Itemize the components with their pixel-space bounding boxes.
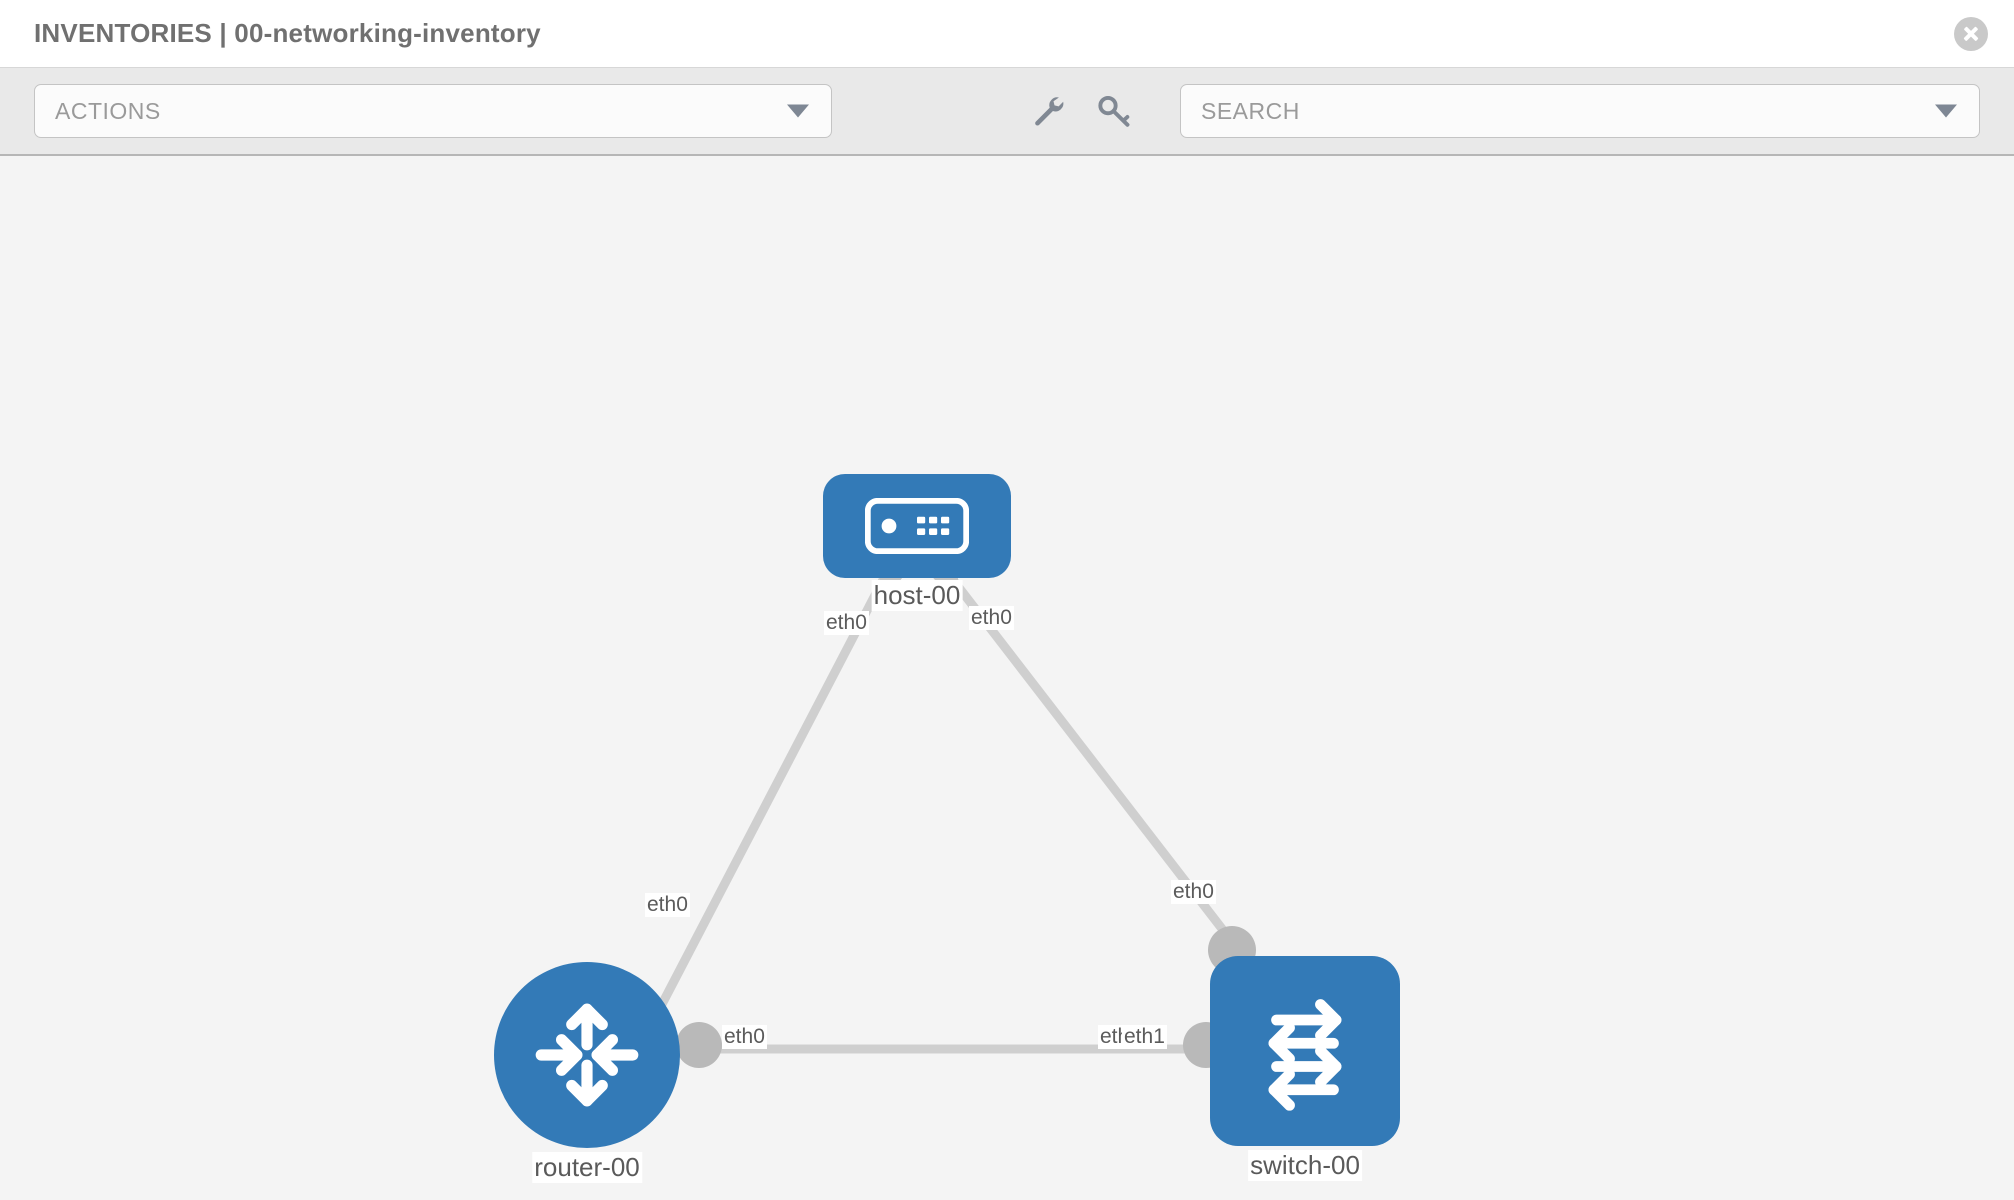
chevron-down-icon: [1935, 104, 1957, 118]
node-label-host-00: host-00: [871, 580, 963, 611]
search-dropdown[interactable]: SEARCH: [1180, 84, 1980, 138]
node-router-00[interactable]: router-00: [494, 962, 680, 1183]
page-title: INVENTORIES | 00-networking-inventory: [34, 18, 541, 48]
page-header: INVENTORIES | 00-networking-inventory: [0, 0, 2014, 68]
edge-label: eth0: [824, 611, 869, 635]
switch-icon: [1210, 956, 1400, 1146]
router-icon: [494, 962, 680, 1148]
edge-label: eth0: [1171, 880, 1216, 904]
search-placeholder: SEARCH: [1201, 97, 1300, 124]
key-icon[interactable]: [1096, 93, 1132, 129]
topology-canvas[interactable]: host-00 router-00: [0, 156, 2014, 1200]
edge-label: eth0: [645, 893, 690, 917]
node-label-router-00: router-00: [532, 1152, 642, 1183]
host-icon: [823, 474, 1011, 578]
link-host-router: [656, 573, 889, 1011]
edge-label: eth1: [1122, 1025, 1167, 1049]
toolbar-icon-group: [1030, 93, 1132, 129]
actions-dropdown[interactable]: ACTIONS: [34, 84, 832, 138]
edge-label: eth0: [969, 606, 1014, 630]
wrench-icon[interactable]: [1030, 93, 1066, 129]
close-icon[interactable]: [1954, 16, 1988, 51]
edge-label: eth0: [722, 1025, 767, 1049]
toolbar: ACTIONS SEARCH: [0, 68, 2014, 156]
actions-dropdown-label: ACTIONS: [55, 97, 161, 124]
topology-links: [656, 573, 1247, 1054]
chevron-down-icon: [787, 104, 809, 118]
node-host-00[interactable]: host-00: [823, 474, 1011, 611]
node-switch-00[interactable]: switch-00: [1210, 956, 1400, 1181]
node-label-switch-00: switch-00: [1248, 1150, 1362, 1181]
endpoint-router-eth0[interactable]: [676, 1022, 722, 1068]
